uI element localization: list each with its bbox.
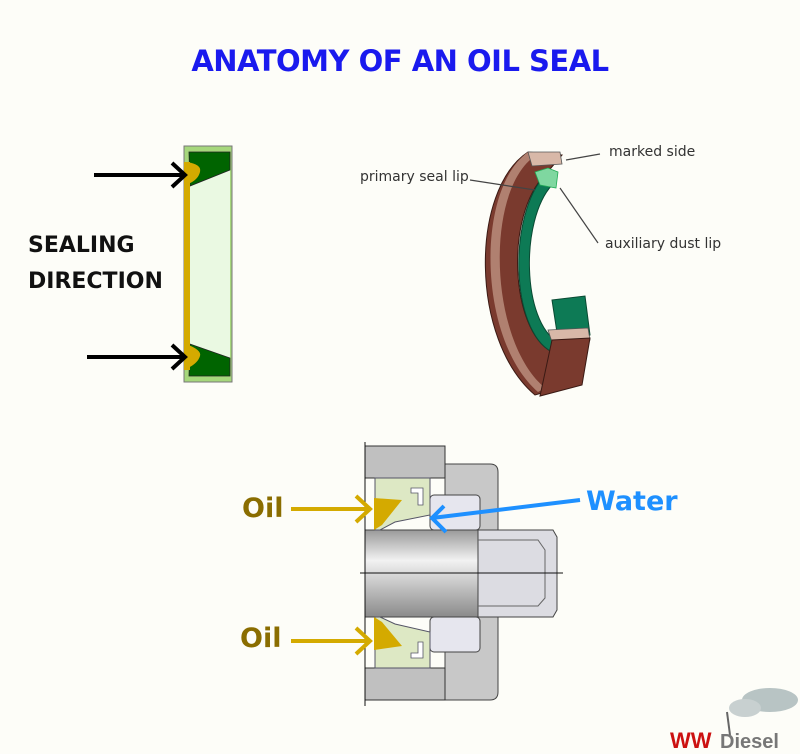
arrow-icon <box>87 161 188 371</box>
marked-side-label: marked side <box>609 144 696 160</box>
oil-arrow-icon <box>291 494 373 656</box>
wwdiesel-logo: WW Diesel <box>670 688 798 753</box>
seal-inner-area <box>190 152 230 376</box>
oil-lip-bottom <box>186 344 201 368</box>
auxiliary-dust-lip-label: auxiliary dust lip <box>605 236 722 252</box>
oil-label-bottom: Oil <box>240 623 282 654</box>
page-title: ANATOMY OF AN OIL SEAL <box>191 44 609 78</box>
sealing-label-line2: DIRECTION <box>28 269 163 294</box>
svg-text:WW: WW <box>670 728 712 753</box>
oil-film <box>184 162 190 370</box>
leader-lines <box>469 153 601 244</box>
water-arrow-icon <box>429 498 581 534</box>
svg-text:Diesel: Diesel <box>720 731 779 753</box>
sealing-label-line1: SEALING <box>28 233 135 258</box>
seal-3d-illustration <box>484 151 591 397</box>
oil-lip-top <box>186 162 201 184</box>
water-label: Water <box>586 486 678 517</box>
sealing-direction-label: SEALING DIRECTION <box>28 228 163 300</box>
cross-section-diagram <box>360 442 563 706</box>
primary-seal-lip-label: primary seal lip <box>360 169 469 185</box>
oil-label-top: Oil <box>242 493 284 524</box>
